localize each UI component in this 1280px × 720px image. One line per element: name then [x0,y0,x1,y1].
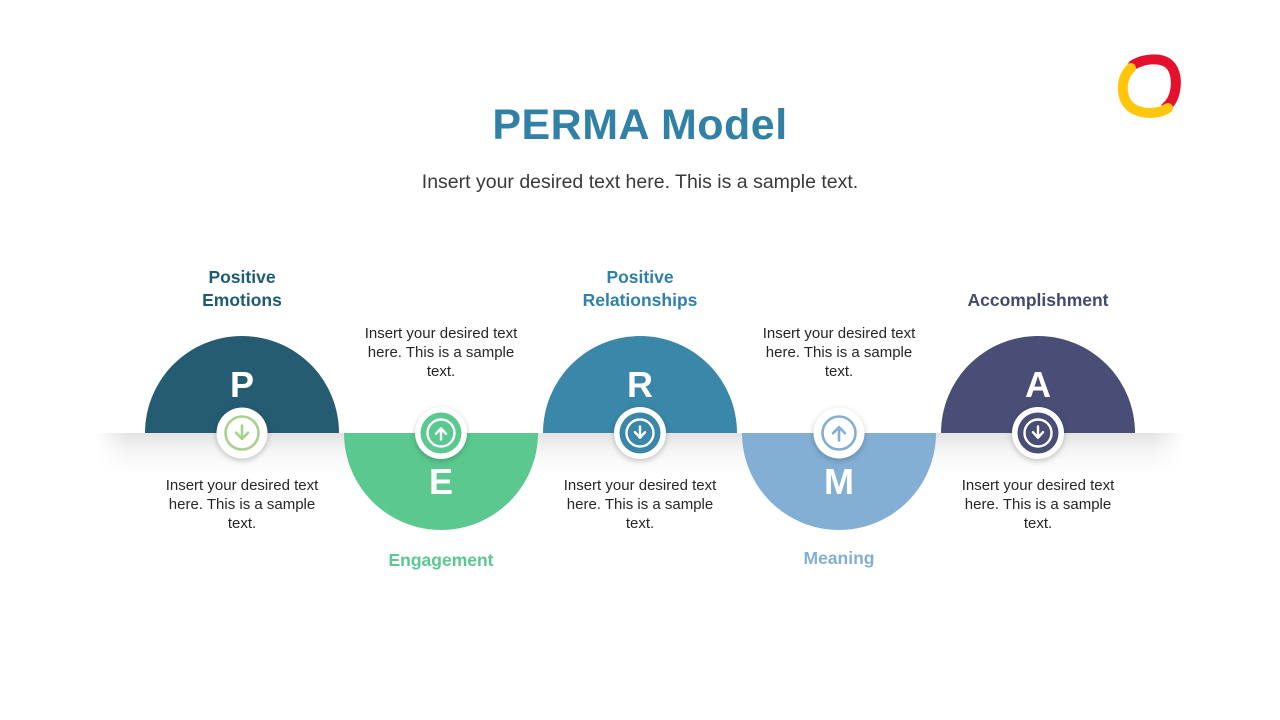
label-engagement: Engagement [388,550,494,570]
letter-r: R [627,363,653,405]
description-positive-emotions: Insert your desired text here. This is a… [165,477,319,532]
label-meaning: Meaning [803,548,875,568]
page-title: PERMA Model [492,101,788,149]
letter-p: P [229,363,254,405]
letter-m: M [824,460,854,502]
description-engagement: Insert your desired text here. This is a… [364,325,518,380]
description-meaning: Insert your desired text here. This is a… [762,325,916,380]
page-subtitle: Insert your desired text here. This is a… [421,171,859,193]
circle-arrow-up-icon [415,407,467,459]
letter-e: E [428,460,453,502]
description-positive-relationships: Insert your desired text here. This is a… [563,477,717,532]
description-accomplishment: Insert your desired text here. This is a… [961,477,1115,532]
label-positive-emotions: Positive Emotions [202,267,282,310]
slidemodel-logo-icon [1112,50,1188,122]
label-accomplishment: Accomplishment [967,290,1109,310]
circle-arrow-down-icon [216,407,268,459]
circle-arrow-up-icon [813,407,865,459]
letter-a: A [1025,363,1051,405]
circle-arrow-down-icon [1012,407,1064,459]
label-positive-relationships: Positive Relationships [582,267,698,310]
circle-arrow-down-icon [614,407,666,459]
